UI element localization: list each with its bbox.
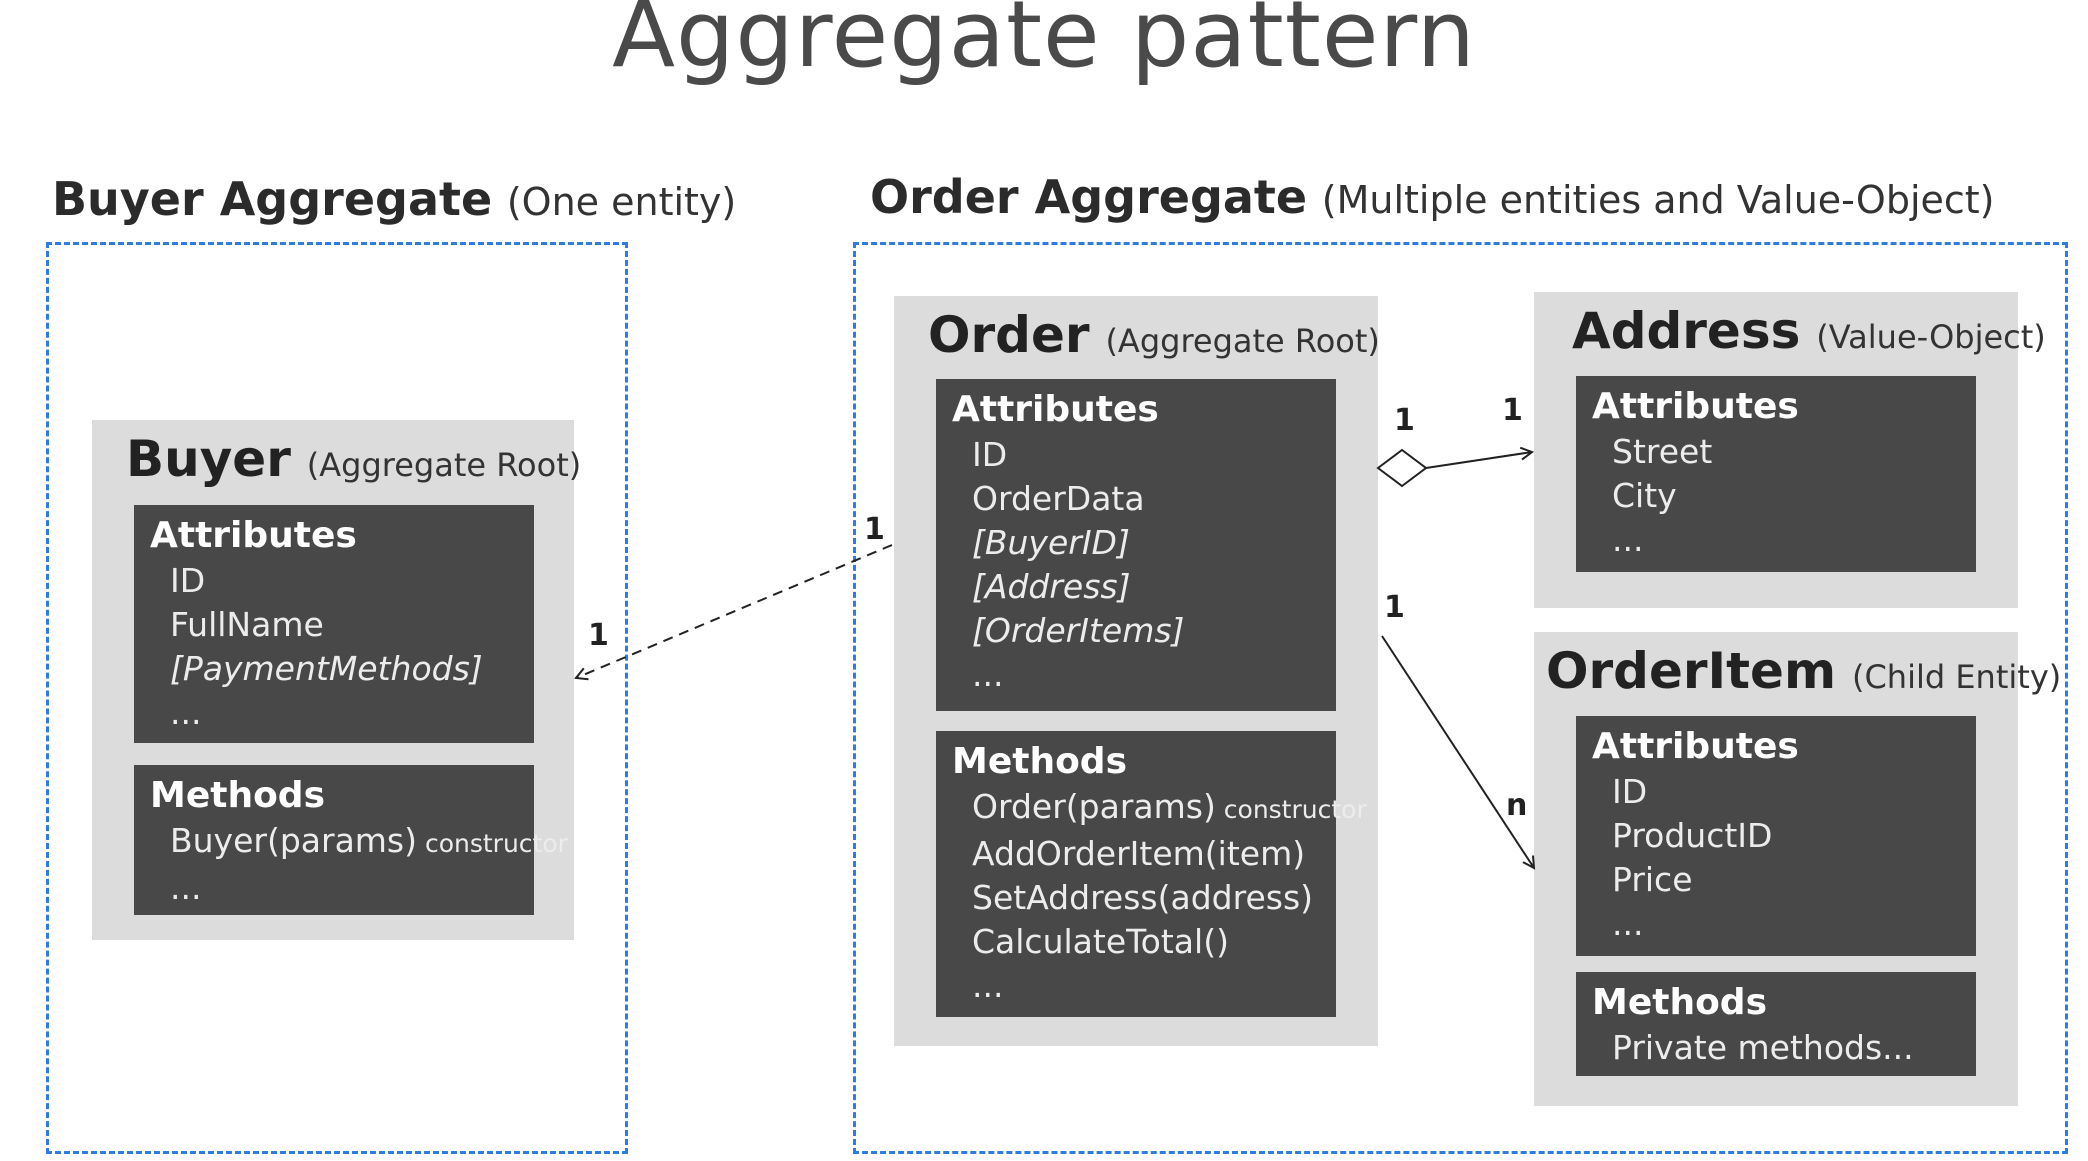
method-item: SetAddress(address) [972,876,1320,920]
orderitem-entity-role: (Child Entity) [1851,658,2062,696]
order-orderitem-from-multiplicity: 1 [1384,590,1405,625]
orderitem-entity-name: OrderItem [1546,642,1837,700]
order-entity-heading: Order (Aggregate Root) [928,306,1380,364]
address-entity-heading: Address (Value-Object) [1572,302,2046,360]
order-entity-name: Order [928,306,1090,364]
buyer-methods-title: Methods [150,775,326,816]
orderitem-attributes-title: Attributes [1592,726,1799,767]
attribute-item: ID [1612,772,1648,811]
orderitem-entity-heading: OrderItem (Child Entity) [1546,642,2061,700]
buyer-entity-name: Buyer [126,430,291,488]
order-attributes-list: ID OrderData [BuyerID] [Address] [OrderItems… [952,433,1320,697]
attribute-item: ... [972,655,1004,694]
buyer-entity-role: (Aggregate Root) [306,446,582,484]
method-signature: ... [170,868,202,907]
attribute-item: ... [1612,904,1644,943]
attribute-item: ID [972,435,1008,474]
method-item: Order(params) constructor [972,785,1367,832]
orderitem-methods-panel: Methods Private methods... [1576,972,1976,1076]
orderitem-methods-list: Private methods... [1592,1026,1960,1070]
buyer-attributes-panel: Attributes ID FullName [PaymentMethods]... [134,505,534,743]
aggregation-diamond-icon [1376,448,1428,488]
attribute-item: Price [1612,860,1693,899]
attribute-item: FullName [170,605,324,644]
order-buyer-reference-line [576,544,893,678]
order-address-to-multiplicity: 1 [1502,393,1523,428]
order-entity-role: (Aggregate Root) [1105,322,1380,360]
attribute-item: ... [170,693,202,732]
orderitem-methods-title: Methods [1592,982,1768,1023]
attribute-item: ID [170,561,206,600]
order-attributes-title: Attributes [952,389,1159,430]
buyer-attributes-list: ID FullName [PaymentMethods]... [150,559,518,735]
method-signature: Order(params) [972,787,1216,826]
method-signature: SetAddress(address) [972,878,1314,917]
buyer-aggregate-subtitle: (One entity) [506,180,737,224]
order-attributes-panel: Attributes ID OrderData [BuyerID] [Address]… [936,379,1336,711]
method-signature: Private methods... [1612,1028,1914,1067]
method-item: AddOrderItem(item) [972,832,1320,876]
method-item: CalculateTotal() [972,920,1320,964]
method-note: constructor [417,829,568,858]
method-signature: ... [972,966,1004,1005]
order-address-aggregation-line [1425,452,1532,469]
orderitem-attributes-list: ID ProductID Price... [1592,770,1960,946]
attribute-item: [BuyerID] [972,523,1130,562]
buyer-methods-list: Buyer(params) constructor... [150,819,568,910]
order-aggregate-heading: Order Aggregate (Multiple entities and V… [870,170,1995,224]
buyer-aggregate-boundary [46,242,628,1154]
attribute-item: [OrderItems] [972,611,1185,650]
method-signature: Buyer(params) [170,821,418,860]
buyer-attributes-title: Attributes [150,515,357,556]
order-aggregate-subtitle: (Multiple entities and Value-Object) [1321,178,1995,222]
order-methods-title: Methods [952,741,1128,782]
orderitem-attributes-panel: Attributes ID ProductID Price... [1576,716,1976,956]
buyer-aggregate-title: Buyer Aggregate [52,172,493,226]
method-item: Buyer(params) constructor [170,819,568,866]
method-item: ... [972,964,1320,1008]
order-orderitem-association-line [1381,635,1534,868]
address-entity-role: (Value-Object) [1816,318,2046,356]
method-item: ... [170,866,518,910]
attribute-item: ProductID [1612,816,1773,855]
address-entity-name: Address [1572,302,1801,360]
order-address-from-multiplicity: 1 [1394,403,1415,438]
address-attributes-title: Attributes [1592,386,1799,427]
order-aggregate-boundary [853,242,2068,1154]
attribute-item: [PaymentMethods] [170,649,483,688]
attribute-item: [Address] [972,567,1131,606]
buyer-methods-panel: Methods Buyer(params) constructor... [134,765,568,915]
attribute-item: City [1612,476,1677,515]
method-signature: AddOrderItem(item) [972,834,1306,873]
attribute-item: Street [1612,432,1713,471]
order-buyer-to-multiplicity: 1 [588,618,609,653]
attribute-item: ... [1612,520,1644,559]
method-signature: CalculateTotal() [972,922,1229,961]
method-note: constructor [1215,795,1367,824]
buyer-aggregate-heading: Buyer Aggregate (One entity) [52,172,736,226]
order-buyer-from-multiplicity: 1 [864,512,885,547]
buyer-entity-heading: Buyer (Aggregate Root) [126,430,581,488]
order-orderitem-to-multiplicity: n [1506,788,1528,823]
attribute-item: OrderData [972,479,1145,518]
order-aggregate-title: Order Aggregate [870,170,1308,224]
method-item: Private methods... [1612,1026,1960,1070]
diagram-title: Aggregate pattern [612,0,1476,88]
